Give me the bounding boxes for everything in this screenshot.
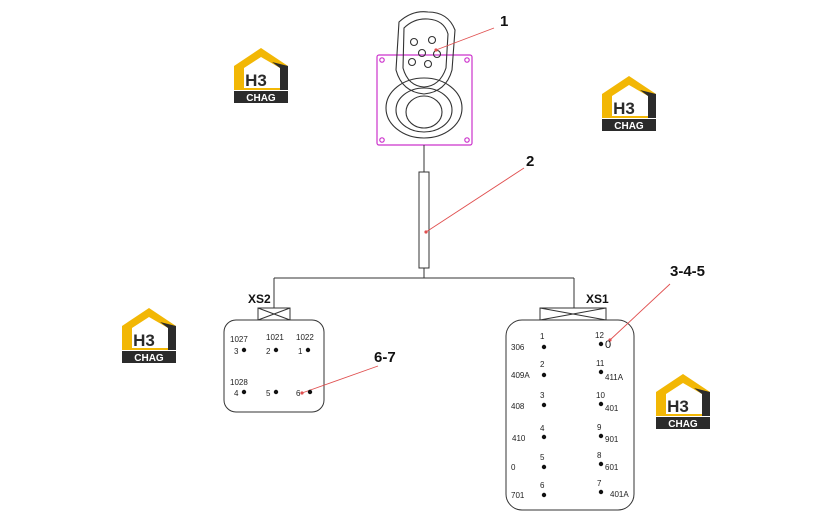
- wire-harness: [273, 145, 575, 308]
- xs2-wire-1028: 1028: [230, 378, 248, 387]
- xs1-wire-401: 401: [605, 404, 619, 413]
- xs2-pin-2-dot: [273, 347, 279, 353]
- xs2-pins: 1027 3 1021 2 1022 1 1028 4 5 6: [230, 333, 314, 398]
- watermark-text-top: H3: [245, 71, 267, 90]
- watermark-text-top: H3: [133, 331, 155, 350]
- xs1-wire-701: 701: [511, 491, 525, 500]
- xs1-pin-6: 6: [540, 481, 545, 490]
- xs1-pin-1: 1: [540, 332, 545, 341]
- xs1-pin-11: 11: [596, 359, 605, 368]
- xs1-pin-3: 3: [540, 391, 545, 400]
- watermark-text-bottom: CHAG: [134, 353, 164, 364]
- xs2-pin-3-dot: [241, 347, 247, 353]
- xs1-pin-10: 10: [596, 391, 605, 400]
- xs2-wire-1021: 1021: [266, 333, 284, 342]
- xs1-wire-410: 410: [512, 434, 526, 443]
- callout-1: 1: [500, 13, 508, 30]
- xs2-label: XS2: [248, 292, 271, 306]
- xs1-pin-8-dot: [598, 461, 604, 467]
- xs1-pin-4: 4: [540, 424, 545, 433]
- watermark-text-top: H3: [667, 397, 689, 416]
- xs1-wire-401a: 401A: [610, 490, 629, 499]
- joystick-handle: [385, 11, 463, 139]
- xs2-pin-4-dot: [241, 389, 247, 395]
- watermark-text-top: H3: [613, 99, 635, 118]
- xs1-pin-10-dot: [598, 401, 604, 407]
- watermark-text-bottom: CHAG: [614, 121, 644, 132]
- xs1-pin-2: 2: [540, 360, 545, 369]
- leader-lines: [301, 27, 671, 394]
- xs1-pin-3-dot: [541, 402, 547, 408]
- callout-6-7: 6-7: [374, 349, 396, 366]
- watermark-text-bottom: CHAG: [246, 93, 276, 104]
- xs1-wire-0-right: 0: [605, 339, 611, 351]
- xs1-pin-9-dot: [598, 433, 604, 439]
- xs1-pin-6-dot: [541, 492, 547, 498]
- watermark-text-bottom: CHAG: [668, 419, 698, 430]
- watermark-logo: H3 CHAG: [234, 48, 288, 104]
- callout-2: 2: [526, 153, 534, 170]
- xs1-pin-9: 9: [597, 423, 602, 432]
- xs2-wire-1022: 1022: [296, 333, 314, 342]
- xs2-pin-4: 4: [234, 389, 239, 398]
- xs1-pin-2-dot: [541, 372, 547, 378]
- xs1-left-pins: 1 306 2 409A 3 408 4 410 5 0 6 701: [511, 332, 547, 500]
- xs1-pin-4-dot: [541, 434, 547, 440]
- xs1-pin-11-dot: [598, 369, 604, 375]
- xs1-pin-7-dot: [598, 489, 604, 495]
- xs1-pin-5-dot: [541, 464, 547, 470]
- xs1-pin-8: 8: [597, 451, 602, 460]
- xs2-pin-1: 1: [298, 347, 303, 356]
- xs1-wire-411a: 411A: [605, 373, 624, 382]
- xs2-pin-6-dot: [307, 389, 313, 395]
- xs1-pin-12-dot: [598, 341, 604, 347]
- xs2-pin-5-dot: [273, 389, 279, 395]
- watermark-logo: H3 CHAG: [602, 76, 656, 132]
- xs1-pin-5: 5: [540, 453, 545, 462]
- xs2-pin-3: 3: [234, 347, 239, 356]
- xs2-pin-1-dot: [305, 347, 311, 353]
- leader-dots: [300, 48, 612, 395]
- xs1-wire-0: 0: [511, 463, 516, 472]
- watermark-logo: H3 CHAG: [122, 308, 176, 364]
- xs2-pin-5: 5: [266, 389, 271, 398]
- xs1-wire-306: 306: [511, 343, 525, 352]
- callout-3-4-5: 3-4-5: [670, 263, 705, 280]
- xs1-pin-1-dot: [541, 344, 547, 350]
- xs2-wire-1027: 1027: [230, 335, 248, 344]
- xs1-pin-12: 12: [595, 331, 604, 340]
- xs1-wire-601: 601: [605, 463, 619, 472]
- xs1-wire-901: 901: [605, 435, 619, 444]
- xs1-pin-7: 7: [597, 479, 602, 488]
- watermark-logo: H3 CHAG: [656, 374, 710, 430]
- connector-xs2: [223, 307, 325, 413]
- xs1-wire-408: 408: [511, 402, 525, 411]
- xs1-wire-409a: 409A: [511, 371, 530, 380]
- xs2-pin-6: 6: [296, 389, 301, 398]
- xs1-label: XS1: [586, 292, 609, 306]
- xs1-right-pins: 12 0 11 411A 10 401 9 901 8 601 7 401A: [595, 331, 629, 499]
- xs2-pin-2: 2: [266, 347, 271, 356]
